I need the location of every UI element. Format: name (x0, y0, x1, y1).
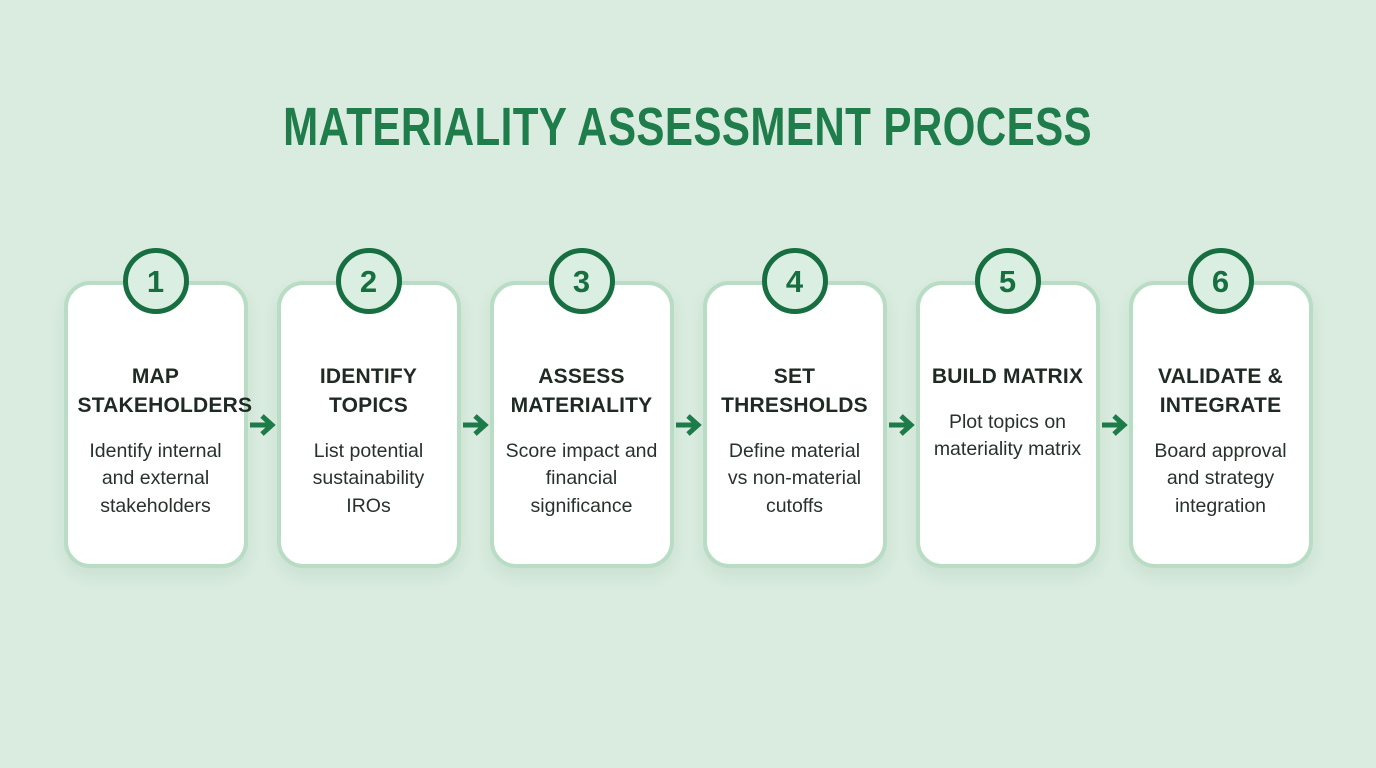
right-arrow-icon (675, 414, 702, 436)
step-number-circle: 4 (761, 248, 828, 314)
step-description: Identify internal and external stakehold… (89, 439, 222, 517)
step-card: 4 SET THRESHOLDS Define material vs non-… (702, 248, 887, 568)
step-number: 5 (998, 263, 1017, 299)
step-description: List potential sustainability IROs (312, 439, 425, 517)
step-description: Board approval and strategy integration (1154, 439, 1287, 517)
step-heading: IDENTIFY TOPICS (319, 365, 418, 417)
step-heading: SET THRESHOLDS (721, 365, 868, 417)
step-number-circle: 3 (548, 248, 615, 314)
step-heading: ASSESS MATERIALITY (510, 365, 653, 417)
step-description: Define material vs non-material cutoffs (727, 439, 862, 517)
step-number: 3 (572, 263, 591, 299)
step-number-circle: 1 (122, 248, 189, 314)
step-number: 6 (1211, 263, 1230, 299)
step-number-circle: 2 (335, 248, 402, 314)
step-card: 1 MAP STAKEHOLDERS Identify internal and… (63, 248, 253, 568)
right-arrow-icon (888, 414, 915, 436)
page-title-text: MATERIALITY ASSESSMENT PROCESS (283, 97, 1093, 158)
step-card: 3 ASSESS MATERIALITY Score impact and fi… (489, 248, 674, 568)
step-number-circle: 6 (1187, 248, 1254, 314)
step-card: 2 IDENTIFY TOPICS List potential sustain… (276, 248, 461, 568)
flow-arrow (462, 412, 489, 438)
step-description: Score impact and financial significance (505, 439, 658, 517)
step-number: 2 (359, 263, 378, 299)
step-heading: VALIDATE & INTEGRATE (1158, 365, 1283, 417)
step-number: 4 (785, 263, 804, 299)
flow-arrow (249, 412, 276, 438)
step-number-circle: 5 (974, 248, 1041, 314)
flow-arrow (1101, 412, 1128, 438)
right-arrow-icon (462, 414, 489, 436)
right-arrow-icon (249, 414, 276, 436)
step-number: 1 (146, 263, 165, 299)
flow-arrow (675, 412, 702, 438)
step-heading: MAP STAKEHOLDERS (77, 365, 253, 417)
page-title: MATERIALITY ASSESSMENT PROCESS (0, 97, 1376, 158)
step-heading: BUILD MATRIX (931, 365, 1084, 388)
step-description: Plot topics on materiality matrix (933, 410, 1082, 461)
process-flow-row: 1 MAP STAKEHOLDERS Identify internal and… (0, 248, 1376, 568)
step-card: 5 BUILD MATRIX Plot topics on materialit… (915, 248, 1100, 568)
step-card: 6 VALIDATE & INTEGRATE Board approval an… (1128, 248, 1313, 568)
right-arrow-icon (1101, 414, 1128, 436)
flow-arrow (888, 412, 915, 438)
